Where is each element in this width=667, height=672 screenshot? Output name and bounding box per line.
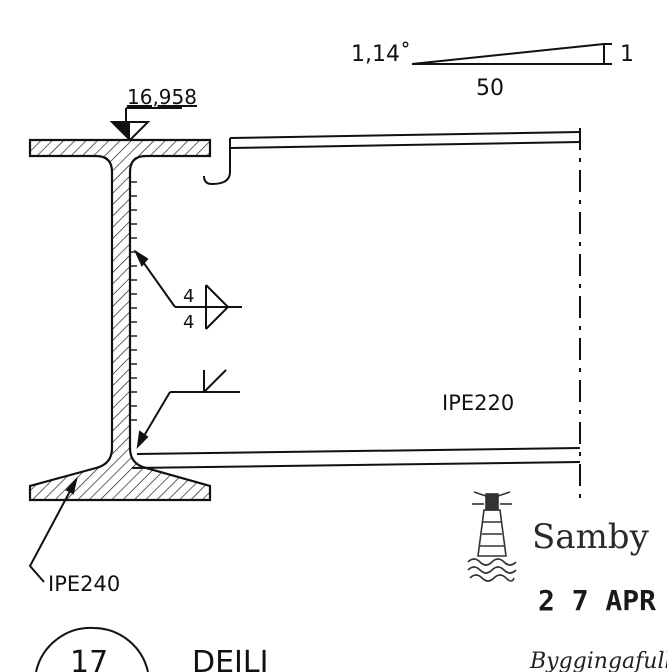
detail-bubble: 17 DEILI [35, 626, 268, 672]
slope-triangle [411, 42, 605, 65]
bottom-flange-top-line [136, 447, 581, 455]
ipe240-profile [28, 138, 212, 502]
stamp-office: Byggingafulltrú [529, 649, 667, 672]
slope-indicator: 1,14˚ 1 50 [351, 42, 634, 101]
secondary-beam [131, 128, 581, 500]
bottom-flange-bottom-line [131, 461, 581, 469]
slope-run-label: 50 [476, 76, 504, 101]
stamp-name: Samby [532, 517, 650, 557]
main-beam-leader [28, 476, 78, 583]
top-flange-top-line [229, 131, 581, 139]
lighthouse-logo [467, 491, 517, 582]
main-beam-section [28, 138, 212, 502]
cope-cut [203, 138, 231, 186]
detail-number: 17 [70, 645, 108, 672]
detail-title: DEILI [192, 645, 268, 672]
elevation-marker: 16,958 [109, 85, 197, 142]
weld-size-top: 4 [183, 286, 194, 307]
field-weld-symbol [136, 369, 240, 449]
weld-size-bottom: 4 [183, 312, 194, 333]
top-flange-bottom-line [229, 141, 581, 149]
elevation-label: 16,958 [127, 85, 197, 109]
web-tick-marks [130, 181, 137, 421]
slope-rise-label: 1 [620, 42, 634, 67]
main-beam-label: IPE240 [48, 572, 120, 596]
slope-angle-label: 1,14˚ [351, 42, 411, 67]
stamp-date: 2 7 APR [538, 584, 656, 617]
fillet-weld-symbol [133, 249, 242, 330]
secondary-beam-label: IPE220 [442, 391, 514, 415]
